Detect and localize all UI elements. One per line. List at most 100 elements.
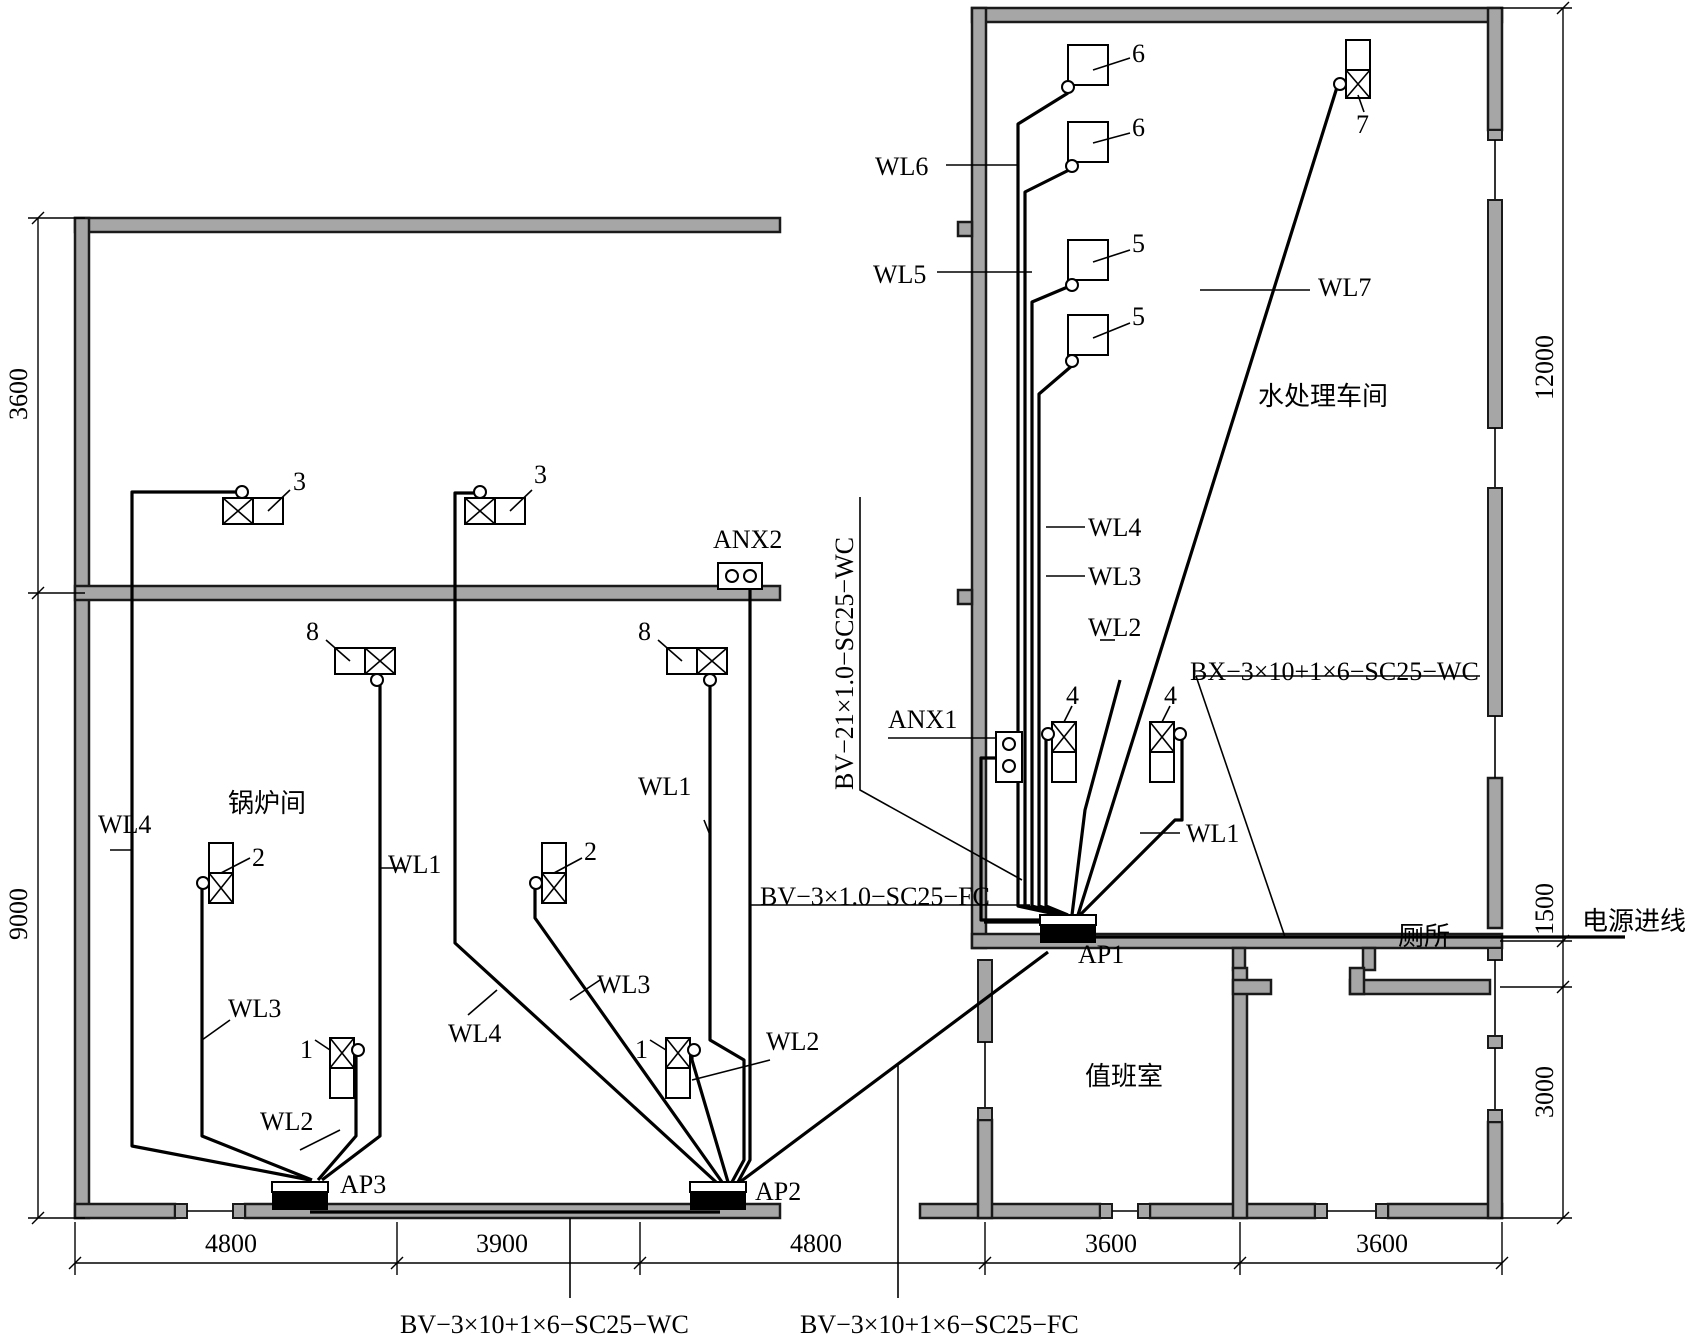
circuit-label: WL4 — [98, 810, 151, 839]
ap3-panel — [272, 1192, 328, 1210]
cable-label-ap1-anx1: BV−21×1.0−SC25−WC — [830, 537, 859, 790]
equipment-number: 7 — [1356, 110, 1369, 139]
circuit-label: WL2 — [1088, 613, 1141, 642]
wl4-wire — [1044, 730, 1069, 917]
dimension-text: 3600 — [1356, 1229, 1408, 1258]
equipment-number: 8 — [638, 617, 651, 646]
dimension-text: 3900 — [476, 1229, 528, 1258]
equipment-number: 3 — [534, 460, 547, 489]
window-frame — [977, 1107, 993, 1121]
panel-label-ap1: AP1 — [1078, 940, 1124, 969]
labels: 锅炉间 水处理车间 值班室 厕所 电源进线 AP1 AP2 AP3 ANX1 A… — [4, 39, 1686, 1336]
circuit-label: WL4 — [1088, 513, 1141, 542]
water-bottom-stub-a — [1231, 946, 1247, 972]
boiler-bottom-wall-a — [73, 1202, 177, 1220]
room-label-boiler: 锅炉间 — [228, 789, 306, 819]
windows — [174, 129, 1503, 1219]
circuit-label: WL2 — [766, 1027, 819, 1056]
toilet-right-wall-lower — [1486, 1120, 1504, 1220]
ap1-ap2-wire — [739, 950, 1049, 1184]
toilet-partition-stub — [1348, 966, 1366, 996]
window-frame — [1487, 1109, 1503, 1123]
toilet-partition — [1348, 978, 1492, 996]
circuit-label: WL2 — [260, 1107, 313, 1136]
equipment-number: 4 — [1066, 681, 1079, 710]
equipment-5a — [1067, 239, 1109, 281]
circuit-label: WL3 — [228, 994, 281, 1023]
wl1-wire — [1078, 738, 1184, 917]
cable-label-main-in: BX−3×10+1×6−SC25−WC — [1190, 657, 1479, 686]
panels — [271, 562, 1097, 1210]
ap1-panel — [1040, 925, 1096, 943]
circuit-label: WL4 — [448, 1019, 501, 1048]
equipment-symbols — [196, 39, 1371, 1099]
circuit-label: WL5 — [873, 260, 926, 289]
equipment-number: 6 — [1132, 113, 1145, 142]
window-frame — [1487, 129, 1503, 141]
equipment-number: 2 — [252, 843, 265, 872]
window-frame — [1487, 947, 1503, 961]
panel-label-ap2: AP2 — [755, 1177, 801, 1206]
duty-left-wall-lower — [976, 1118, 994, 1220]
ap1-panel-top — [1039, 914, 1097, 926]
ap3-wl1-wire — [321, 680, 382, 1182]
circuit-label: WL1 — [388, 850, 441, 879]
water-top-wall — [970, 6, 1504, 24]
water-right-wall-top — [1486, 6, 1504, 132]
equipment-number: 1 — [300, 1035, 313, 1064]
boiler-left-wall — [73, 216, 91, 1220]
window-frame — [174, 1203, 188, 1219]
dimension-text: 3000 — [1530, 1066, 1559, 1118]
boiler-middle-wall — [73, 584, 782, 602]
cable-label-ap2-anx2: BV−3×1.0−SC25−FC — [760, 882, 990, 911]
water-left-pier-bottom — [956, 588, 974, 606]
water-right-wall-lower — [1486, 776, 1504, 930]
ap2-wl3-wire — [533, 885, 724, 1183]
duty-bottom-wall-c — [1386, 1202, 1504, 1220]
window-frame — [1099, 1203, 1113, 1219]
wl7-wire — [1076, 83, 1340, 916]
circuit-label: WL3 — [1088, 562, 1141, 591]
ap2-wl2-wire — [690, 1050, 730, 1183]
equipment-number: 1 — [635, 1035, 648, 1064]
water-left-pier-top — [956, 220, 974, 238]
window-frame — [1314, 1203, 1328, 1219]
dimension-text: 3600 — [1085, 1229, 1137, 1258]
ap2-panel-top — [689, 1181, 747, 1193]
cable-label-ap2-ap3: BV−3×10+1×6−SC25−WC — [400, 1310, 689, 1336]
circuit-label: WL1 — [1186, 819, 1239, 848]
equipment-number: 3 — [293, 467, 306, 496]
wl2-wire — [1070, 679, 1122, 916]
window-frame — [232, 1203, 246, 1219]
window-pier — [1487, 199, 1503, 429]
window-frame — [1375, 1203, 1389, 1219]
equipment-number: 5 — [1132, 302, 1145, 331]
dimension-text: 12000 — [1530, 335, 1559, 400]
equipment-number: 5 — [1132, 229, 1145, 258]
dimension-text: 4800 — [790, 1229, 842, 1258]
panel-label-anx2: ANX2 — [713, 525, 782, 554]
panel-label-ap3: AP3 — [340, 1170, 386, 1199]
equipment-number: 4 — [1164, 681, 1177, 710]
room-label-water-treatment: 水处理车间 — [1258, 382, 1388, 412]
equipment-number: 8 — [306, 617, 319, 646]
ap3-wl3-wire — [200, 885, 313, 1182]
wl5-wire-b — [1037, 362, 1076, 917]
equipment-7 — [1345, 39, 1371, 71]
dimension-text: 4800 — [205, 1229, 257, 1258]
dimension-lines — [28, 1, 1572, 1275]
equipment-number: 2 — [584, 837, 597, 866]
boiler-top-wall — [73, 216, 782, 234]
equipment-number: 6 — [1132, 39, 1145, 68]
water-bottom-stub-b — [1361, 946, 1377, 972]
ap2-panel — [690, 1192, 746, 1210]
ap2-anx2-wire — [736, 575, 752, 1183]
equipment-6b — [1067, 121, 1109, 163]
ap3-wl2-wire — [316, 1052, 358, 1182]
window-frame — [1487, 1035, 1503, 1049]
cable-label-ap1-ap2: BV−3×10+1×6−SC25−FC — [800, 1310, 1079, 1336]
wiring — [130, 83, 1625, 1214]
duty-right-wall — [1231, 966, 1249, 1220]
circuit-label: WL3 — [597, 970, 650, 999]
